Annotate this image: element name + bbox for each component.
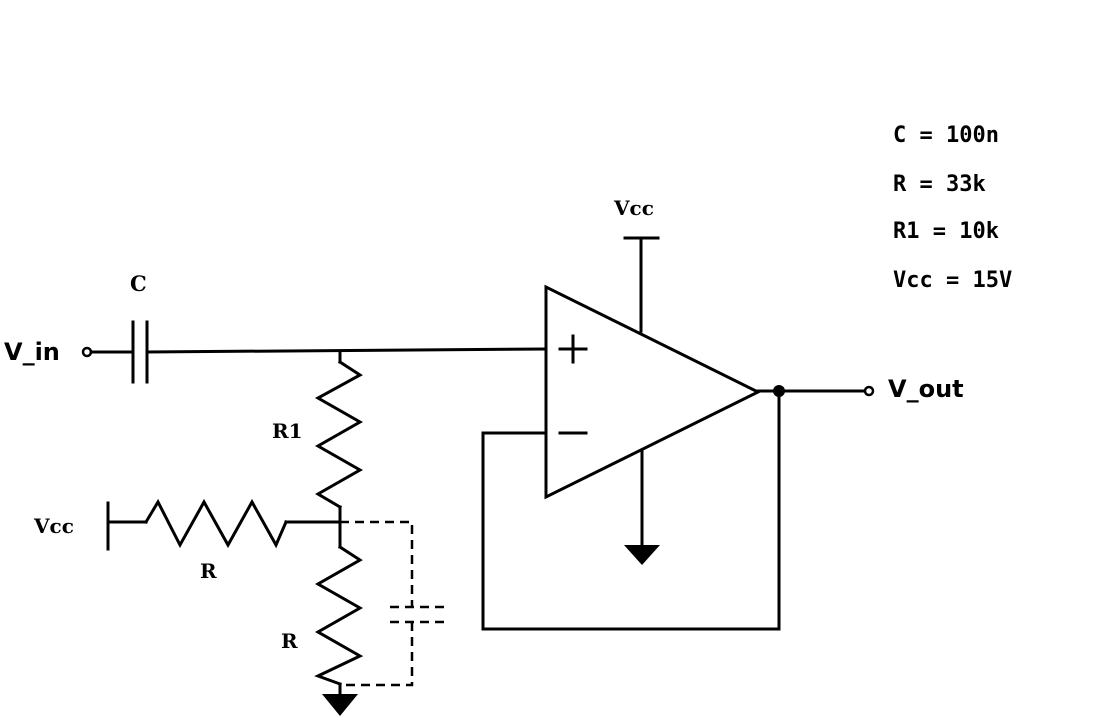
- vcc-top-label: Vcc: [613, 196, 654, 220]
- ground-opamp-icon: [624, 545, 660, 565]
- r-lower-resistor: [314, 544, 364, 686]
- vout-terminal: [863, 385, 875, 397]
- value-c: C = 100n: [893, 123, 999, 148]
- capacitor-label: C: [130, 271, 147, 296]
- r-lower-label: R: [281, 629, 298, 653]
- r-bias-label: R: [200, 559, 217, 583]
- r-bias-resistor: [143, 498, 288, 549]
- value-r: R = 33k: [893, 172, 986, 197]
- vout-label: V_out: [888, 375, 964, 403]
- feedback-loop: [481, 389, 781, 631]
- noninverting-input-wire: [145, 347, 547, 354]
- vcc-left-label: Vcc: [33, 514, 74, 538]
- capacitor-c: [131, 320, 149, 384]
- vin-label: V_in: [4, 338, 60, 366]
- opamp-triangle: [544, 284, 762, 500]
- optional-capacitor-dashed: [340, 520, 444, 687]
- value-r1: R1 = 10k: [893, 219, 999, 244]
- value-vcc: Vcc = 15V: [893, 268, 1012, 293]
- r1-resistor: [314, 359, 364, 510]
- r1-label: R1: [272, 419, 303, 443]
- ground-left-icon: [322, 694, 358, 716]
